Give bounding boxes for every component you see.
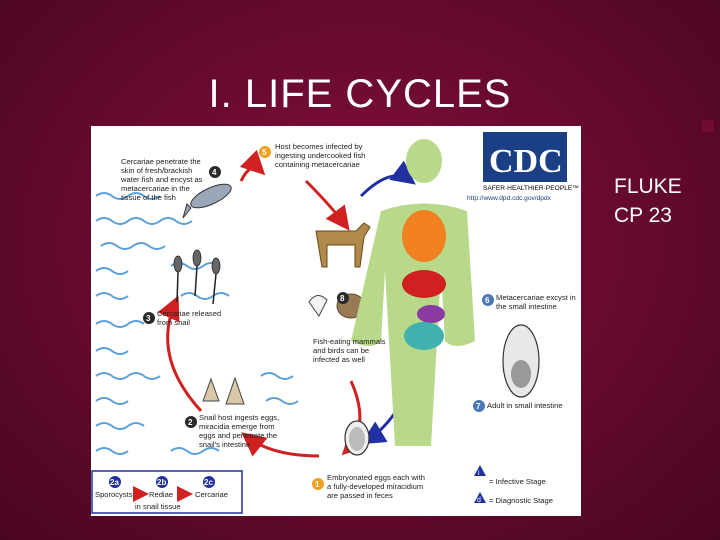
step-3-text: Cercariae released from snail xyxy=(157,309,221,327)
svg-text:and birds can be: and birds can be xyxy=(313,346,369,355)
cdc-logo: CDC SAFER·HEALTHIER·PEOPLE™ http://www.d… xyxy=(467,132,579,202)
human-illustration xyxy=(351,139,475,446)
legend-infective-label: = Infective Stage xyxy=(489,477,546,486)
stage-legend: i = Infective Stage d = Diagnostic Stage xyxy=(474,465,553,505)
water-waves xyxy=(95,192,299,455)
slide-title: I. LIFE CYCLES xyxy=(208,72,512,116)
step-badge-7-num: 7 xyxy=(476,402,481,411)
snail-illustration xyxy=(202,376,245,405)
cdc-tagline: SAFER·HEALTHIER·PEOPLE™ xyxy=(483,185,579,192)
side-label: FLUKE CP 23 xyxy=(614,172,682,230)
step-badge-6 xyxy=(482,294,494,306)
svg-text:Snail host ingests eggs,: Snail host ingests eggs, xyxy=(199,413,279,422)
step-badge-7 xyxy=(473,400,485,412)
step-2-text: Snail host ingests eggs, miracidia emerg… xyxy=(199,413,279,449)
step-8-text: Fish-eating mammals and birds can be inf… xyxy=(313,337,386,364)
step-4-text: Cercariae penetrate the skin of fresh/br… xyxy=(120,157,203,202)
substage-c-label: Cercariae xyxy=(195,490,228,499)
legend-infective-marker: i xyxy=(478,470,480,477)
substage-a-num: 2a xyxy=(110,478,119,487)
svg-text:skin of fresh/brackish: skin of fresh/brackish xyxy=(121,166,192,175)
svg-text:infected as well: infected as well xyxy=(313,355,365,364)
legend-diagnostic-label: = Diagnostic Stage xyxy=(489,496,553,505)
egg-illustration xyxy=(344,420,370,456)
substage-caption: in snail tissue xyxy=(135,502,181,511)
svg-text:Host becomes infected by: Host becomes infected by xyxy=(275,142,363,151)
side-label-line1: FLUKE xyxy=(614,175,682,198)
step-badge-4 xyxy=(209,166,221,178)
svg-text:Adult in small intestine: Adult in small intestine xyxy=(487,401,563,410)
cycle-arrows xyxy=(157,149,416,458)
cercariae-illustration xyxy=(173,249,221,305)
cdc-logo-text: CDC xyxy=(489,143,563,180)
svg-text:eggs and penetrate the: eggs and penetrate the xyxy=(199,431,277,440)
svg-text:tissue of the fish: tissue of the fish xyxy=(121,193,176,202)
adult-fluke-illustration xyxy=(502,324,540,398)
step-1-text: Embryonated eggs each with a fully-devel… xyxy=(327,473,425,500)
svg-text:Embryonated eggs each with: Embryonated eggs each with xyxy=(327,473,425,482)
svg-text:miracidia emerge from: miracidia emerge from xyxy=(199,422,275,431)
substage-b-num: 2b xyxy=(157,478,166,487)
step-7-text: Adult in small intestine xyxy=(487,401,563,410)
legend-diagnostic-marker: d xyxy=(477,497,481,504)
step-badge-3-num: 3 xyxy=(146,314,151,323)
step-badge-5 xyxy=(259,146,271,158)
life-cycle-diagram: CDC SAFER·HEALTHIER·PEOPLE™ http://www.d… xyxy=(91,126,581,516)
svg-text:Metacercariae excyst in: Metacercariae excyst in xyxy=(496,293,576,302)
step-badge-5-num: 5 xyxy=(262,148,267,157)
step-badge-6-num: 6 xyxy=(485,296,490,305)
step-badge-1 xyxy=(312,478,324,490)
step-badge-2-num: 2 xyxy=(188,418,193,427)
step-6-text: Metacercariae excyst in the small intest… xyxy=(496,293,576,311)
step-badge-2 xyxy=(185,416,197,428)
svg-text:the small intestine: the small intestine xyxy=(496,302,557,311)
substages-box: 2a 2b 2c Sporocysts Rediae Cercariae in … xyxy=(91,470,243,514)
substage-a-label: Sporocysts xyxy=(95,490,133,499)
cdc-url: http://www.dpd.cdc.gov/dpdx xyxy=(467,195,552,202)
svg-text:a fully-developed miracidium: a fully-developed miracidium xyxy=(327,482,423,491)
svg-text:snail's intestine: snail's intestine xyxy=(199,440,250,449)
step-badge-1-num: 1 xyxy=(315,480,320,489)
fish-illustration xyxy=(182,183,232,219)
substage-c-num: 2c xyxy=(204,478,213,487)
step-badge-8-num: 8 xyxy=(340,294,345,303)
decor-square xyxy=(702,120,714,132)
step-badge-4-num: 4 xyxy=(212,168,217,177)
step-5-text: Host becomes infected by ingesting under… xyxy=(275,142,365,169)
svg-text:Fish-eating mammals: Fish-eating mammals xyxy=(313,337,386,346)
svg-text:containing metacercariae: containing metacercariae xyxy=(275,160,360,169)
step-badge-3 xyxy=(143,312,155,324)
svg-text:Cercariae penetrate the: Cercariae penetrate the xyxy=(121,157,201,166)
substage-b-label: Rediae xyxy=(149,490,173,499)
svg-text:metacercariae in the: metacercariae in the xyxy=(121,184,190,193)
svg-text:are passed in feces: are passed in feces xyxy=(327,491,393,500)
svg-text:water fish and encyst as: water fish and encyst as xyxy=(120,175,203,184)
step-badges: 5 4 3 2 1 8 6 7 xyxy=(143,146,494,490)
side-label-line2: CP 23 xyxy=(614,204,672,227)
svg-text:from snail: from snail xyxy=(157,318,190,327)
svg-text:Cercariae released: Cercariae released xyxy=(157,309,221,318)
step-badge-8 xyxy=(337,292,349,304)
svg-text:ingesting undercooked fish: ingesting undercooked fish xyxy=(275,151,365,160)
